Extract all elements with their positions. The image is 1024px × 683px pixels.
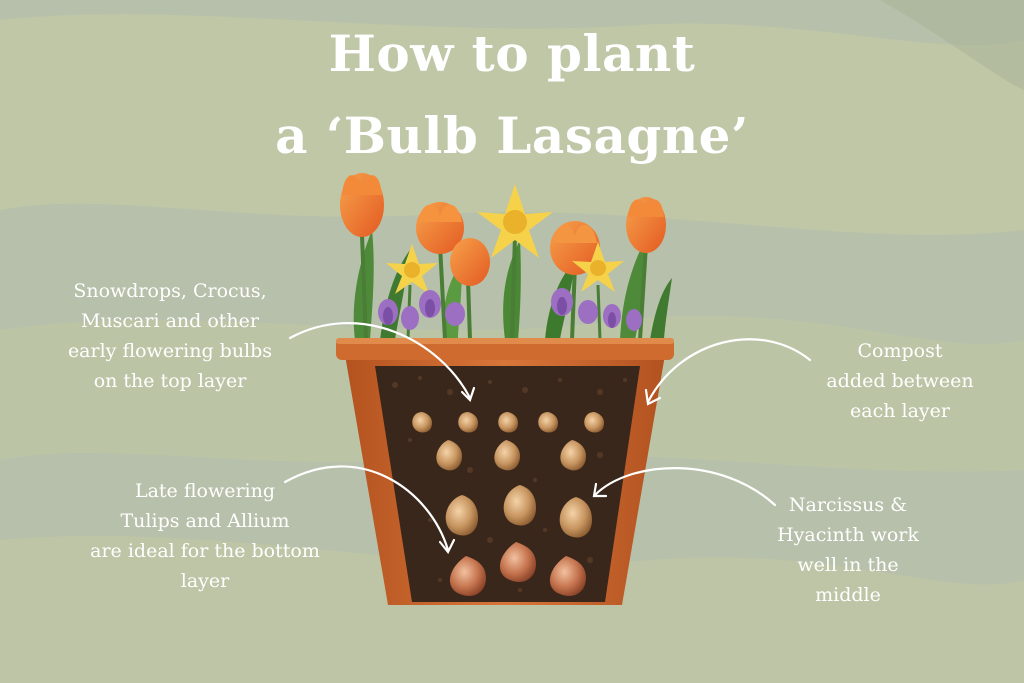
arrow-middle-layer bbox=[593, 467, 777, 507]
bottom-layer-bulbs bbox=[449, 542, 586, 597]
label-line: Snowdrops, Crocus, bbox=[73, 280, 267, 302]
label-line: Hyacinth work bbox=[777, 524, 919, 546]
title-line-2: a ‘Bulb Lasagne’ bbox=[275, 106, 749, 165]
title-line-1: How to plant bbox=[328, 24, 696, 83]
daffodil-flowers bbox=[386, 184, 624, 294]
label-line: Tulips and Allium bbox=[120, 510, 290, 532]
label-line: each layer bbox=[850, 400, 950, 422]
arrow-compost-head bbox=[644, 388, 662, 406]
arrow-top-layer-head bbox=[460, 386, 476, 403]
arrow-bottom-layer-head bbox=[438, 538, 456, 555]
flower-pot bbox=[336, 338, 674, 605]
label-line: early flowering bulbs bbox=[67, 340, 273, 362]
middle-layer-bulbs bbox=[436, 440, 592, 538]
crocus-flowers bbox=[378, 288, 642, 331]
arrow-bottom-layer bbox=[283, 465, 450, 552]
label-line: well in the bbox=[797, 554, 899, 576]
soil-texture bbox=[392, 376, 627, 592]
label-line: on the top layer bbox=[93, 370, 247, 392]
label-line: Compost bbox=[857, 340, 943, 362]
label-line: Late flowering bbox=[134, 480, 276, 502]
label-line: Muscari and other bbox=[80, 310, 259, 332]
arrow-compost bbox=[646, 338, 812, 404]
label-compost: Compost added between each layer bbox=[800, 336, 1000, 426]
top-layer-bulbs bbox=[412, 412, 604, 433]
tulip-flowers bbox=[340, 173, 666, 286]
arrow-top-layer bbox=[288, 322, 472, 400]
annotation-arrows bbox=[283, 322, 812, 555]
label-line: are ideal for the bottom bbox=[90, 540, 320, 562]
label-bottom-layer: Late flowering Tulips and Allium are ide… bbox=[55, 476, 355, 596]
label-line: Narcissus & bbox=[788, 494, 908, 516]
label-line: layer bbox=[180, 570, 230, 592]
arrow-middle-layer-head bbox=[592, 482, 608, 498]
label-line: added between bbox=[826, 370, 974, 392]
label-top-layer: Snowdrops, Crocus, Muscari and other ear… bbox=[30, 276, 310, 396]
label-line: middle bbox=[815, 584, 881, 606]
label-middle-layer: Narcissus & Hyacinth work well in the mi… bbox=[748, 490, 948, 610]
